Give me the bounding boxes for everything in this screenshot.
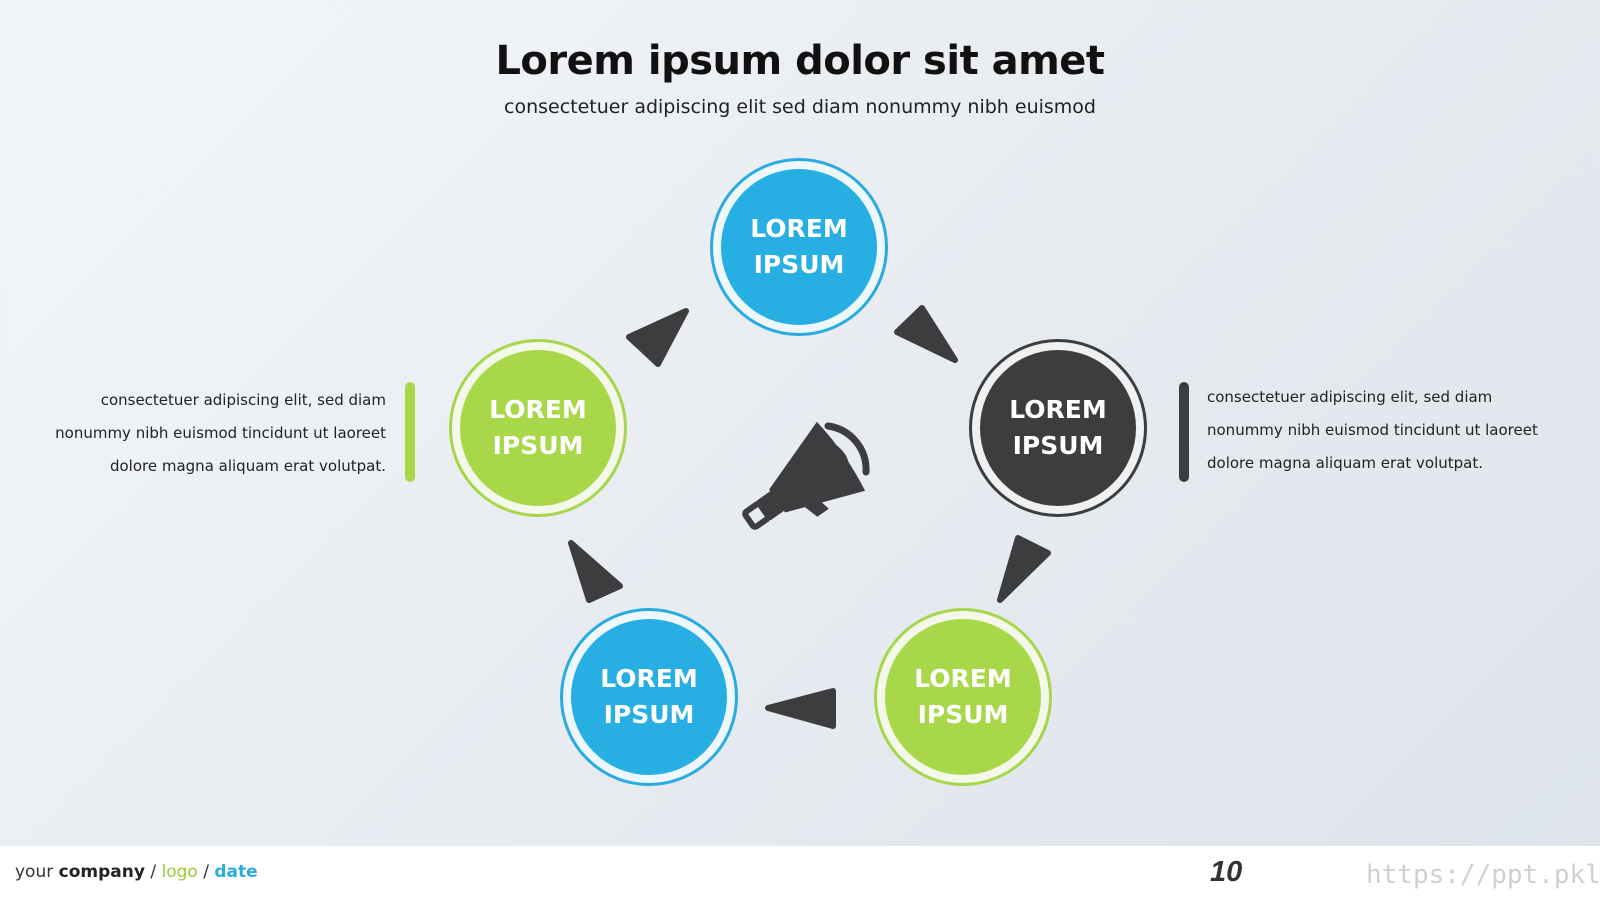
node-bottom-left-line1: LOREM: [600, 664, 698, 693]
node-top-line1: LOREM: [750, 214, 848, 243]
node-bottom-left-line2: IPSUM: [603, 700, 695, 729]
node-top-line2: IPSUM: [753, 250, 845, 279]
right-accent-bar: [1179, 382, 1189, 482]
slide-subtitle: consectetuer adipiscing elit sed diam no…: [504, 96, 1096, 118]
node-bottom-right-line1: LOREM: [914, 664, 1012, 693]
footer-company: company: [58, 862, 145, 882]
node-right-line1: LOREM: [1009, 395, 1107, 424]
footer: your company / logo / date 10 https://pp…: [0, 846, 1600, 900]
cycle-node-top: LOREM IPSUM: [710, 158, 888, 336]
arrow-right-to-bottomright-icon: [997, 535, 1051, 603]
arrow-bottomleft-to-left-icon: [568, 540, 623, 603]
megaphone-icon: [742, 421, 870, 530]
cycle-node-bottom-left: LOREM IPSUM: [560, 608, 738, 786]
arrow-top-to-right-icon: [894, 305, 958, 363]
slide: Lorem ipsum dolor sit amet consectetuer …: [40, 38, 1567, 786]
cycle-connectors: [568, 305, 1051, 729]
left-description: consectetuer adipiscing elit, sed diam n…: [40, 384, 386, 483]
arrow-left-to-top-icon: [626, 308, 689, 367]
cycle-node-right: LOREM IPSUM: [969, 339, 1147, 517]
node-bottom-right-line2: IPSUM: [917, 700, 1009, 729]
right-description: consectetuer adipiscing elit, sed diam n…: [1207, 381, 1567, 480]
left-description-line: nonummy nibh euismod tincidunt ut laoree…: [55, 424, 386, 442]
node-left-line1: LOREM: [489, 395, 587, 424]
node-left-line2: IPSUM: [492, 431, 584, 460]
footer-your: your: [15, 862, 54, 882]
left-description-line: consectetuer adipiscing elit, sed diam: [100, 391, 386, 409]
footer-separator: /: [203, 862, 209, 882]
footer-logo: logo: [161, 862, 198, 882]
footer-company-info: your company / logo / date: [15, 862, 258, 882]
arrow-bottomright-to-bottomleft-icon: [765, 688, 836, 729]
watermark: https://ppt.pkll.de: [1366, 860, 1600, 890]
cycle-node-bottom-right: LOREM IPSUM: [874, 608, 1052, 786]
cycle-node-left: LOREM IPSUM: [449, 339, 627, 517]
right-description-line: dolore magna aliquam erat volutpat.: [1207, 454, 1484, 472]
page-number: 10: [1210, 856, 1243, 888]
right-description-line: consectetuer adipiscing elit, sed diam: [1207, 388, 1493, 406]
footer-separator: /: [150, 862, 157, 882]
right-description-line: nonummy nibh euismod tincidunt ut laoree…: [1207, 421, 1538, 439]
footer-date: date: [214, 862, 258, 882]
slide-title: Lorem ipsum dolor sit amet: [495, 38, 1105, 84]
left-accent-bar: [405, 382, 415, 482]
left-description-line: dolore magna aliquam erat volutpat.: [109, 457, 386, 475]
node-right-line2: IPSUM: [1012, 431, 1104, 460]
